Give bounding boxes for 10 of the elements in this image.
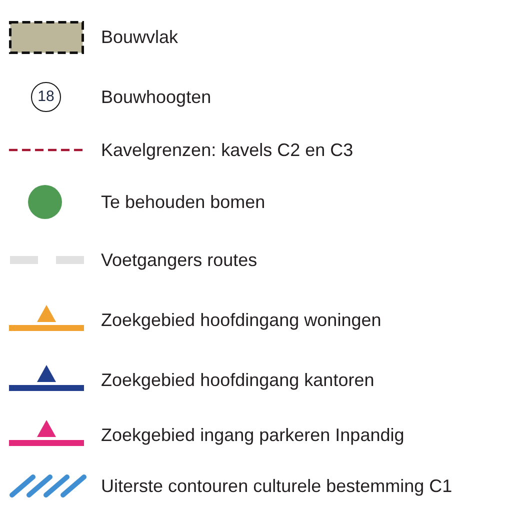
legend-label: Uiterste contouren culturele bestemming C1 — [101, 475, 452, 497]
legend-label: Bouwvlak — [101, 26, 178, 48]
legend-label: Zoekgebied ingang parkeren Inpandig — [101, 424, 404, 446]
legend-label: Zoekgebied hoofdingang kantoren — [101, 369, 374, 391]
legend-label: Te behouden bomen — [101, 191, 266, 213]
legend-label: Kavelgrenzen: kavels C2 en C3 — [101, 139, 354, 161]
legend-label: Bouwhoogten — [101, 86, 212, 108]
legend-label: Voetgangers routes — [101, 249, 258, 271]
legend-label: Zoekgebied hoofdingang woningen — [101, 309, 382, 331]
building-height-marker: 18 — [31, 82, 61, 112]
